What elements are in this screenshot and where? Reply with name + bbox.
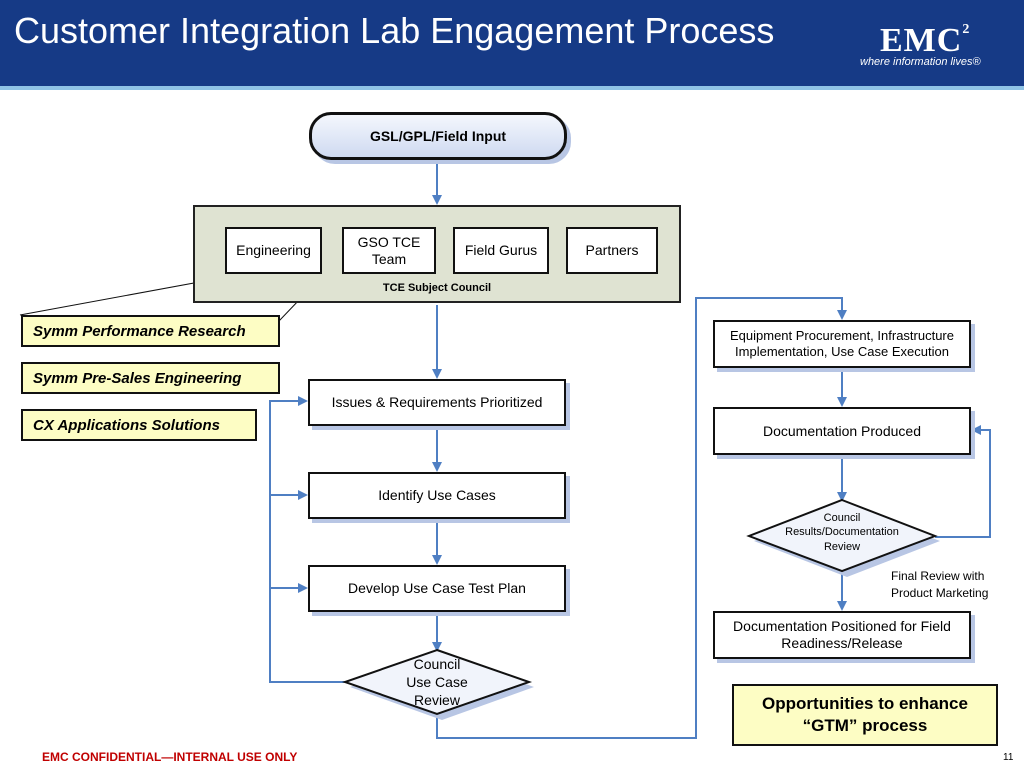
council-member-gso-tce-team: GSO TCE Team (342, 227, 436, 274)
feedback-loop-left (269, 396, 345, 683)
step-documentation-produced: Documentation Produced (713, 407, 971, 455)
page-number: 11 (1003, 752, 1014, 763)
council-member-engineering: Engineering (225, 227, 322, 274)
input-box: GSL/GPL/Field Input (309, 112, 567, 160)
logo-text: EMC (880, 22, 963, 59)
step-equipment-procurement: Equipment Procurement, Infrastructure Im… (713, 320, 971, 368)
logo-superscript: 2 (962, 21, 971, 37)
right-decision-shape (746, 498, 938, 573)
left-decision-label: Council Use Case Review (406, 656, 468, 709)
right-decision-label: Council Results/Documentation Review (785, 512, 899, 553)
logo-tagline: where information lives® (860, 56, 981, 68)
group-cx-applications-solutions: CX Applications Solutions (21, 409, 257, 441)
left-decision-shape (341, 648, 533, 716)
gtm-opportunity-callout: Opportunities to enhance “GTM” process (732, 684, 998, 746)
council-label: TCE Subject Council (382, 282, 492, 294)
council-member-partners: Partners (566, 227, 658, 274)
group-symm-performance-research: Symm Performance Research (21, 315, 280, 347)
step-issues-requirements: Issues & Requirements Prioritized (308, 379, 566, 426)
feedback-loop-right (935, 425, 991, 538)
final-review-note: Final Review with Product Marketing (891, 569, 989, 600)
council-member-field-gurus: Field Gurus (453, 227, 549, 274)
emc-logo: EMC2 (880, 22, 970, 60)
step-develop-test-plan: Develop Use Case Test Plan (308, 565, 566, 612)
header-bar (0, 0, 1024, 86)
slide-title: Customer Integration Lab Engagement Proc… (14, 10, 775, 51)
step-documentation-positioned: Documentation Positioned for Field Readi… (713, 611, 971, 659)
step-identify-use-cases: Identify Use Cases (308, 472, 566, 519)
arrow-review-to-execution (436, 297, 847, 739)
header-divider (0, 86, 1024, 90)
group-symm-pre-sales-engineering: Symm Pre-Sales Engineering (21, 362, 280, 394)
confidential-footer: EMC CONFIDENTIAL—INTERNAL USE ONLY (42, 750, 298, 764)
